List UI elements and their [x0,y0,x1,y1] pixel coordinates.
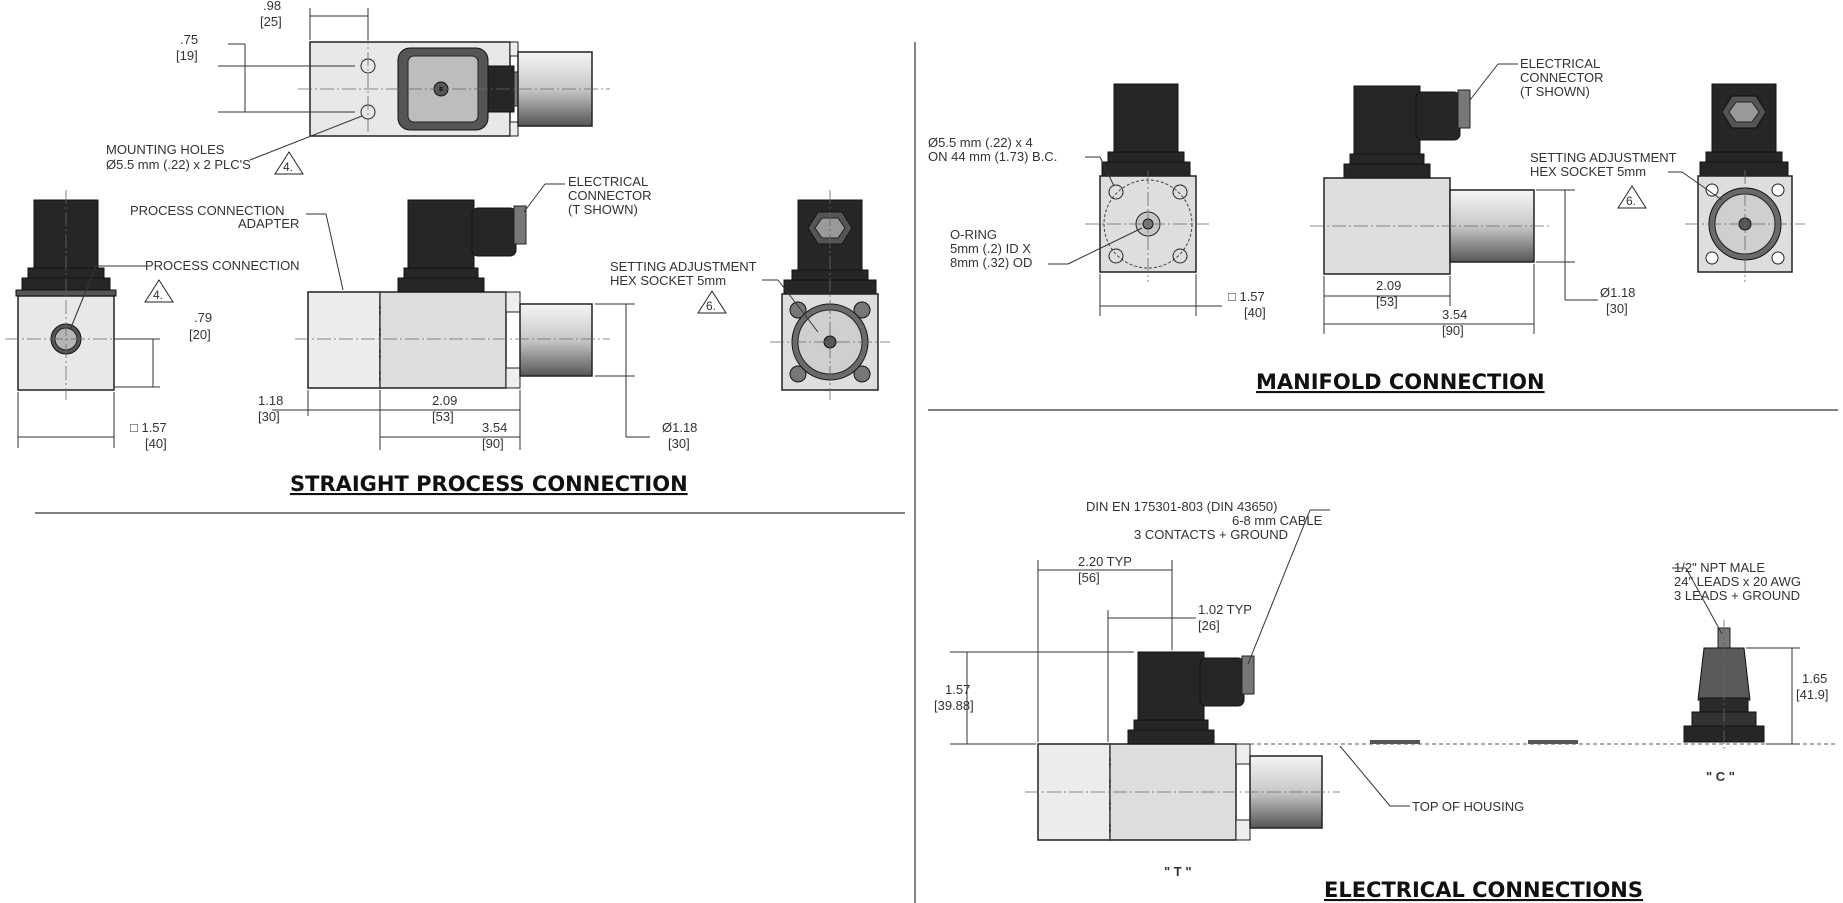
npt-label-2: 24" LEADS x 20 AWG [1674,574,1801,589]
note-triangle [144,279,174,303]
dim-209-mm: [53] [432,409,454,424]
dim-079-mm: [20] [189,327,211,342]
oring-label-2: 5mm (.2) ID X [950,241,1031,256]
manifold-dim-dia118-mm: [30] [1606,301,1628,316]
note-4-a: 4. [283,160,293,174]
manifold-connector-label-3: (T SHOWN) [1520,84,1590,99]
electrical-t-view [950,509,1836,841]
electrical-connections-title: ELECTRICAL CONNECTIONS [1324,878,1643,902]
electrical-dim-220-mm: [56] [1078,570,1100,585]
electrical-dim-157: 1.57 [945,682,970,697]
straight-end-view [762,190,890,400]
manifold-dim-354-mm: [90] [1442,323,1464,338]
note-6-a: 6. [706,299,716,313]
din-label-1: DIN EN 175301-803 (DIN 43650) [1086,499,1278,514]
oring-label-1: O-RING [950,227,997,242]
note-triangle [274,151,304,175]
din-label-3: 3 CONTACTS + GROUND [1134,527,1288,542]
connector-label-1: ELECTRICAL [568,174,648,189]
dim-079: .79 [194,310,212,325]
manifold-bottom-view [1048,83,1222,316]
dim-209: 2.09 [432,393,457,408]
dim-118-mm: [30] [258,409,280,424]
note-6-b: 6. [1626,194,1636,208]
straight-top-view [218,8,610,161]
electrical-dim-220: 2.20 TYP [1078,554,1132,569]
straight-connection-title: STRAIGHT PROCESS CONNECTION [290,472,688,496]
npt-label-3: 3 LEADS + GROUND [1674,588,1800,603]
manifold-connector-label-2: CONNECTOR [1520,70,1604,85]
adapter-label-1: PROCESS CONNECTION [130,203,285,218]
connector-label-3: (T SHOWN) [568,202,638,217]
manifold-dim-209: 2.09 [1376,278,1401,293]
manifold-connector-label-1: ELECTRICAL [1520,56,1600,71]
electrical-c-view [1672,567,1800,750]
manifold-hex-label: HEX SOCKET 5mm [1530,164,1646,179]
connector-label-2: CONNECTOR [568,188,652,203]
electrical-dim-157-mm: [39.88] [934,698,974,713]
dim-dia118-mm: [30] [668,436,690,451]
electrical-dim-165: 1.65 [1802,671,1827,686]
manifold-dim-157: □ 1.57 [1228,289,1265,304]
note-triangle [1617,185,1647,209]
mounting-holes-spec: Ø5.5 mm (.22) x 2 PLC'S [106,157,251,172]
hex-socket-label: HEX SOCKET 5mm [610,273,726,288]
top-of-housing-label: TOP OF HOUSING [1412,799,1524,814]
dim-354-mm: [90] [482,436,504,451]
note-triangle [697,290,727,314]
electrical-dim-102-mm: [26] [1198,618,1220,633]
label-c: " C " [1706,769,1735,784]
dim-075-mm: [19] [176,48,198,63]
note-4-b: 4. [153,288,163,302]
manifold-connection-title: MANIFOLD CONNECTION [1256,370,1545,394]
dim-dia118: Ø1.18 [662,420,697,435]
manifold-dim-209-mm: [53] [1376,294,1398,309]
din-label-2: 6-8 mm CABLE [1232,513,1323,528]
manifold-dim-354: 3.54 [1442,307,1467,322]
manifold-dim-157-mm: [40] [1244,305,1266,320]
dim-354: 3.54 [482,420,507,435]
mounting-holes-label: MOUNTING HOLES [106,142,225,157]
straight-side-view [5,190,160,448]
dim-098: .98 [263,0,281,13]
manifold-setting-label: SETTING ADJUSTMENT [1530,150,1677,165]
process-connection-label: PROCESS CONNECTION [145,258,300,273]
manifold-end-view [1668,83,1805,282]
dim-098-mm: [25] [260,14,282,29]
dim-118: 1.18 [258,393,283,408]
manifold-front-view [1310,63,1598,334]
bolt-circle-label-2: ON 44 mm (1.73) B.C. [928,149,1057,164]
setting-adjustment-label: SETTING ADJUSTMENT [610,259,757,274]
electrical-dim-165-mm: [41.9] [1796,687,1829,702]
oring-label-3: 8mm (.32) OD [950,255,1032,270]
manifold-dim-dia118: Ø1.18 [1600,285,1635,300]
dim-075: .75 [180,32,198,47]
electrical-dim-102: 1.02 TYP [1198,602,1252,617]
adapter-label-2: ADAPTER [238,216,299,231]
npt-label-1: 1/2" NPT MALE [1674,560,1765,575]
bolt-circle-label-1: Ø5.5 mm (.22) x 4 [928,135,1033,150]
straight-front-view [272,183,650,450]
dim-157: □ 1.57 [130,420,167,435]
dim-157-mm: [40] [145,436,167,451]
label-t: " T " [1164,864,1192,879]
